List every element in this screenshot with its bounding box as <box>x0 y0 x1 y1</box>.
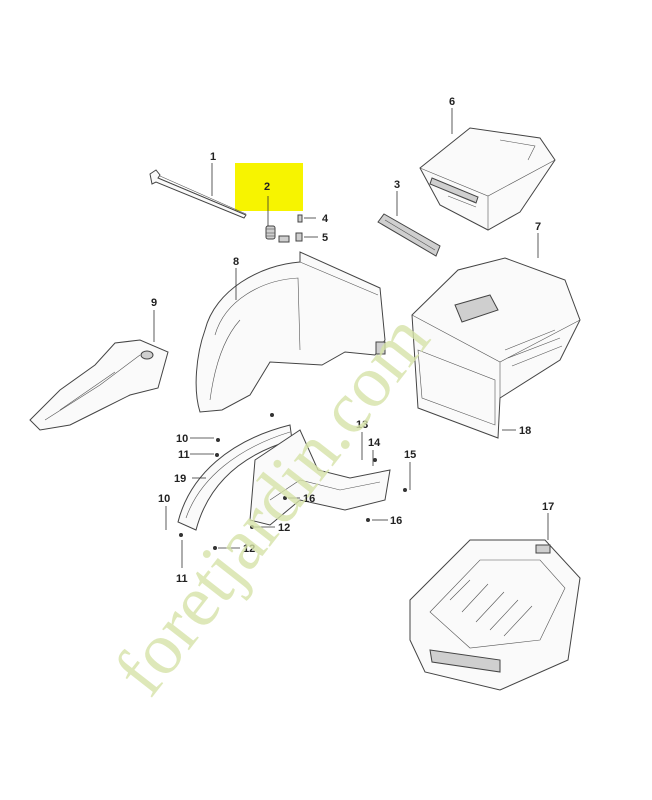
part-4-screw[interactable] <box>297 214 303 223</box>
callout-16b: 16 <box>390 515 402 527</box>
callout-12b: 12 <box>243 543 255 555</box>
part-6-bag-top[interactable] <box>419 127 556 231</box>
callout-19: 19 <box>174 473 186 485</box>
callout-9: 9 <box>151 297 157 309</box>
fasteners-group <box>179 413 407 550</box>
callout-15: 15 <box>404 449 416 461</box>
callout-10a: 10 <box>176 433 188 445</box>
callout-18: 18 <box>519 425 531 437</box>
part-19-flap[interactable] <box>177 424 391 531</box>
callout-7: 7 <box>535 221 541 233</box>
part-1-rod[interactable] <box>149 169 247 219</box>
callout-10b: 10 <box>158 493 170 505</box>
callout-13: 13 <box>356 419 368 431</box>
callout-12a: 12 <box>278 522 290 534</box>
callout-11b: 11 <box>176 573 188 585</box>
part-2-spring[interactable] <box>265 225 276 240</box>
part-7-bag-frame[interactable] <box>411 257 581 439</box>
callout-5: 5 <box>322 232 328 244</box>
part-17-lower-bag[interactable] <box>409 539 581 691</box>
part-3-handle-grip[interactable] <box>377 213 441 257</box>
callout-16a: 16 <box>303 493 315 505</box>
leader-lines <box>153 108 549 568</box>
callout-17: 17 <box>542 501 554 513</box>
callout-3: 3 <box>394 179 400 191</box>
callout-4: 4 <box>322 213 329 225</box>
highlight-box-part-2 <box>235 163 303 211</box>
callout-8: 8 <box>233 256 239 268</box>
part-9-lever-bracket[interactable] <box>29 339 169 431</box>
callout-14: 14 <box>368 437 381 449</box>
part-8-rear-guard[interactable] <box>195 251 386 413</box>
callout-1: 1 <box>210 151 216 163</box>
callout-labels: 1 2 3 4 5 6 7 8 9 10 10 11 11 12 12 13 1… <box>151 96 554 585</box>
callout-6: 6 <box>449 96 455 108</box>
callout-2: 2 <box>264 181 270 193</box>
callout-11a: 11 <box>178 449 190 461</box>
part-5-bolt[interactable] <box>278 232 303 243</box>
